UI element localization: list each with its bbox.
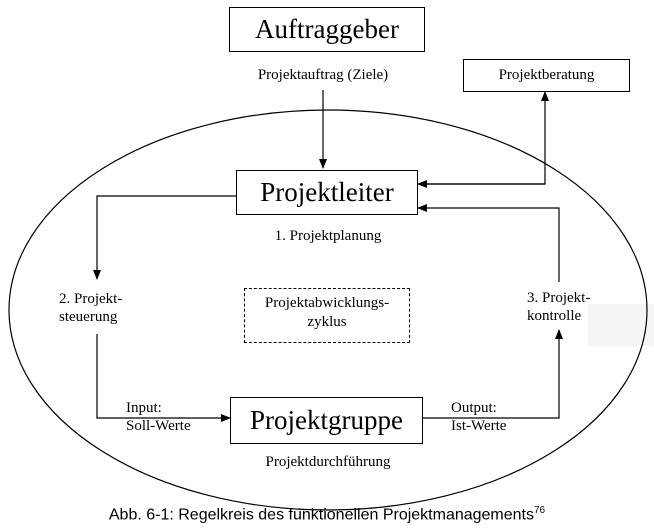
label-output-line1: Output: [451,400,497,416]
arrow-kontrolle-to-leiter [417,204,560,282]
node-zyklus-line1: Projektabwicklungs- [264,295,390,311]
node-projektleiter-label: Projektleiter [260,177,394,207]
label-projektkontrolle: 3. Projekt- kontrolle [527,289,590,325]
label-projektsteuerung-line1: 2. Projekt- [59,291,123,307]
node-projektberatung: Projektberatung [463,59,630,92]
cycle-ellipse [8,109,648,511]
arrow-gruppe-to-kontrolle [423,329,563,419]
label-projektsteuerung: 2. Projekt- steuerung [59,290,122,326]
label-projektsteuerung-line2: steuerung [59,309,118,325]
label-projektkontrolle-line2: kontrolle [527,308,582,324]
figure-caption: Abb. 6-1: Regelkreis des funktionellen P… [0,505,654,524]
node-projektabwicklungszyklus: Projektabwicklungs- zyklus [244,288,410,343]
arrow-leiter-to-beratung [418,91,549,185]
node-projektgruppe-label: Projektgruppe [250,405,403,435]
figure-caption-text: Abb. 6-1: Regelkreis des funktionellen P… [108,506,534,524]
label-input: Input: Soll-Werte [126,399,191,435]
node-auftraggeber: Auftraggeber [229,7,425,52]
faded-background-patch [588,304,654,346]
label-projektplanung: 1. Projektplanung [274,228,382,244]
node-projektgruppe: Projektgruppe [230,397,423,444]
arrow-steuerung-to-gruppe [96,334,231,422]
label-projektauftrag: Projektauftrag (Ziele) [257,67,389,83]
node-projektberatung-label: Projektberatung [498,67,595,83]
node-projektleiter: Projektleiter [236,170,418,215]
arrow-leiter-to-steuerung [93,195,236,280]
label-input-line2: Soll-Werte [126,418,191,434]
figure-caption-footnote: 76 [534,505,546,516]
node-zyklus-line2: zyklus [307,314,347,330]
label-output-line2: Ist-Werte [451,418,507,434]
node-auftraggeber-label: Auftraggeber [255,14,399,44]
label-projektdurchfuehrung: Projektdurchführung [265,454,391,470]
label-input-line1: Input: [126,400,162,416]
label-projektkontrolle-line1: 3. Projekt- [527,290,591,306]
label-output: Output: Ist-Werte [451,399,506,435]
